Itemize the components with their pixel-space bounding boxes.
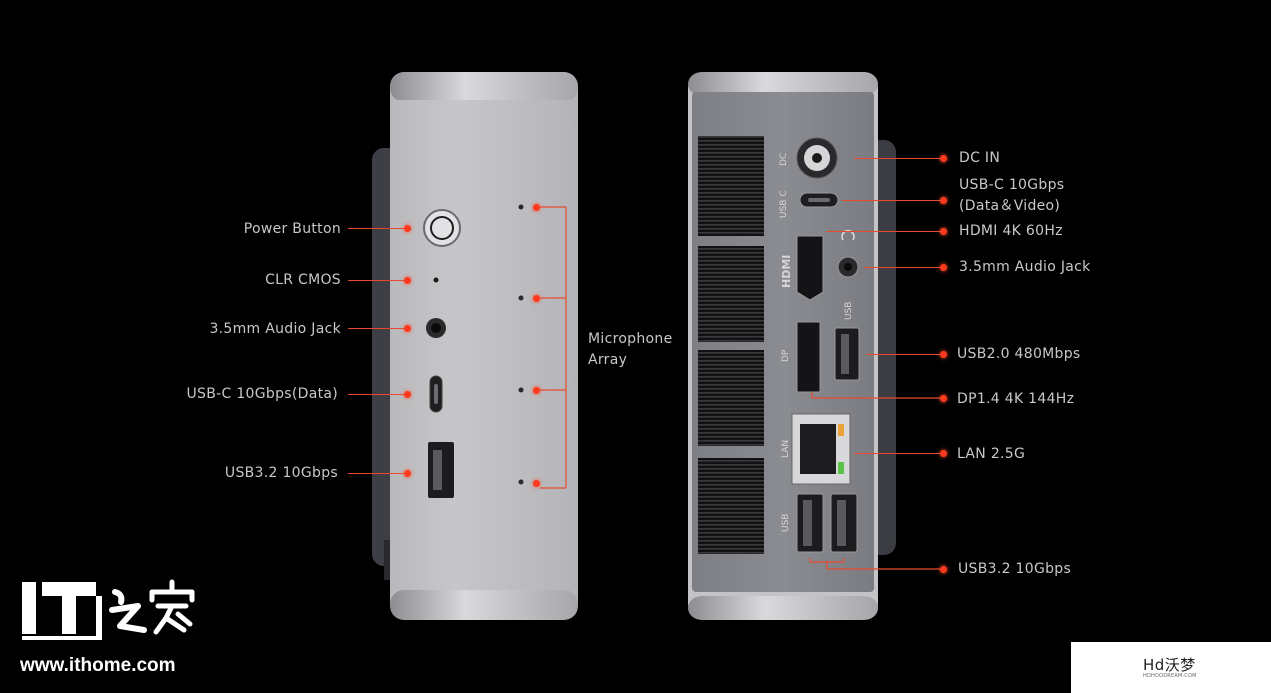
label-clr-cmos: CLR CMOS [265, 272, 341, 288]
label-hdmi: HDMI 4K 60Hz [959, 223, 1063, 239]
mic-dot-1 [533, 204, 540, 211]
watermark-text: Hd沃梦 [1143, 656, 1196, 674]
label-audio-jack-left: 3.5mm Audio Jack [209, 321, 341, 337]
label-audio-jack-right: 3.5mm Audio Jack [959, 259, 1091, 275]
label-lan: LAN 2.5G [957, 446, 1026, 462]
mic-dot-2 [533, 295, 540, 302]
logo-url: www.ithome.com [20, 655, 176, 676]
engraved-dp: DP [781, 349, 791, 362]
engraved-lan: LAN [781, 440, 791, 458]
label-usb32-left: USB3.2 10Gbps [224, 465, 338, 481]
audio-jack-right-marker [940, 264, 947, 271]
lan-marker [940, 450, 947, 457]
engraved-dc: DC [779, 153, 789, 166]
usbc-marker [404, 391, 411, 398]
usb32-bracket [809, 392, 940, 570]
clr-cmos-marker [404, 277, 411, 284]
usbc-right-marker [940, 197, 947, 204]
rear-panel-device [688, 72, 896, 620]
label-dc-in: DC IN [959, 150, 1001, 166]
engraved-usbc: USB C [779, 190, 789, 218]
watermark-subtext: HDHOODREAM.COM [1143, 673, 1197, 679]
label-usbc-right: USB-C 10Gbps (Data＆Video) [959, 175, 1064, 217]
mic-dot-4 [533, 480, 540, 487]
power-button-marker [404, 225, 411, 232]
audio-jack-marker [404, 325, 411, 332]
label-usbc-right-line2: (Data＆Video) [959, 198, 1061, 214]
front-panel-device [372, 72, 578, 620]
ithome-logo [22, 579, 195, 640]
label-power-button: Power Button [243, 221, 341, 237]
watermark-box: Hd沃梦 HDHOODREAM.COM [1071, 642, 1271, 693]
dp-marker [940, 395, 947, 402]
microphone-bracket [540, 206, 567, 489]
label-usbc-right-line1: USB-C 10Gbps [959, 177, 1065, 193]
label-usb32-right: USB3.2 10Gbps [958, 561, 1072, 577]
label-usb20: USB2.0 480Mbps [957, 346, 1081, 362]
engraved-hdmi: HDMI [780, 255, 793, 288]
hdmi-marker [940, 228, 947, 235]
engraved-usb-bottom: USB [781, 514, 791, 532]
usb20-marker [940, 351, 947, 358]
usb32-right-marker [940, 566, 947, 573]
mic-dot-3 [533, 387, 540, 394]
label-microphone-line2: Array [588, 352, 628, 368]
engraved-usb: USB [844, 302, 854, 320]
usb32-marker [404, 470, 411, 477]
label-usbc-left: USB-C 10Gbps(Data) [186, 386, 338, 402]
label-microphone-array: Microphone Array [588, 329, 673, 371]
dc-in-marker [940, 155, 947, 162]
label-dp: DP1.4 4K 144Hz [957, 391, 1075, 407]
label-microphone-line1: Microphone [588, 331, 673, 347]
